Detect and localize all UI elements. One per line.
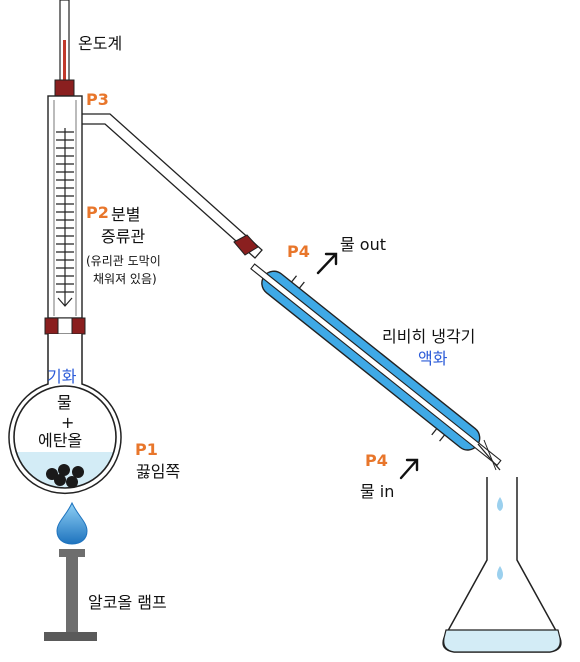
outlet-tube-edge — [483, 439, 497, 471]
vaporization-label: 기화 — [47, 367, 77, 386]
fractionating-column — [47, 95, 83, 319]
boiling-chips-label: 끓임쪽 — [136, 462, 181, 481]
erlenmeyer-flask — [442, 477, 562, 653]
flask-content-line1: 물 — [57, 393, 72, 412]
droplet-icon — [497, 566, 503, 580]
boiling-chips — [46, 464, 84, 488]
water-in-arrow-icon — [399, 458, 419, 480]
water-in-label: 물 in — [360, 482, 395, 501]
thermometer-label: 온도계 — [78, 34, 123, 53]
column-label-line1: 분별 — [111, 205, 141, 224]
p3-label: P3 — [86, 90, 109, 109]
water-out-label: 물 out — [340, 235, 387, 254]
p4-top-label: P4 — [287, 242, 310, 261]
liebig-condenser — [250, 263, 502, 467]
alcohol-lamp — [44, 549, 97, 641]
p4-bottom-label: P4 — [365, 451, 388, 470]
column-note-line1: (유리관 도막이 — [86, 254, 161, 268]
column-label-line2: 증류관 — [101, 227, 146, 246]
p1-label: P1 — [135, 440, 158, 459]
condensation-label: 액화 — [418, 349, 448, 368]
flame-icon — [56, 501, 88, 545]
p2-label: P2 — [86, 203, 109, 222]
alcohol-lamp-label: 알코올 램프 — [88, 593, 167, 612]
flask-content-line2: + — [61, 413, 75, 432]
droplet-icon — [497, 497, 503, 511]
water-out-arrow-icon — [316, 252, 338, 275]
column-drip-tip — [57, 297, 73, 307]
column-note-line2: 채워져 있음) — [93, 272, 157, 286]
condenser-label: 리비히 냉각기 — [382, 327, 476, 346]
outlet-tube — [477, 443, 501, 471]
flask-content-line3: 에탄올 — [38, 431, 83, 450]
